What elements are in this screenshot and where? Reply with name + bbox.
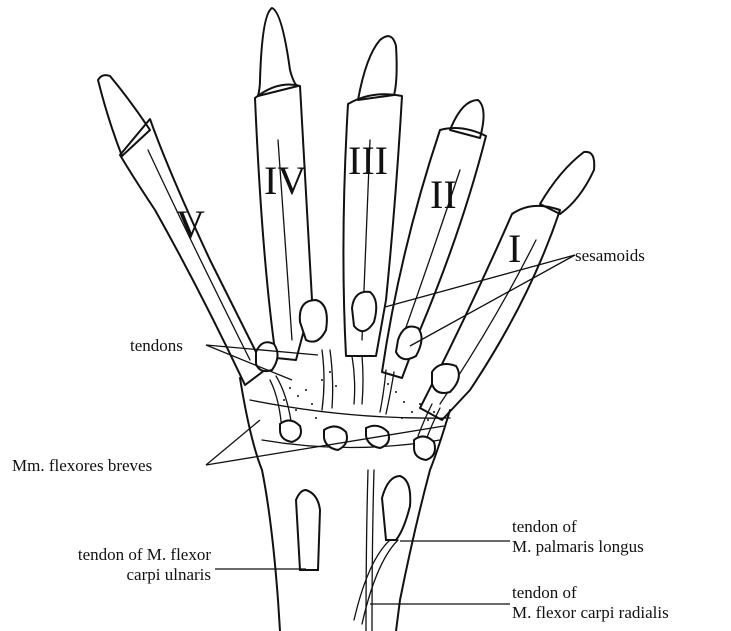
label-flexor-carpi-ulnaris-1: tendon of M. flexor [78, 545, 211, 564]
leader-flexores-1 [206, 420, 260, 465]
label-flexor-carpi-radialis-2: M. flexor carpi radialis [512, 603, 669, 622]
label-flexor-carpi-ulnaris-2: carpi ulnaris [127, 565, 212, 584]
digit-label-iv: IV [264, 158, 306, 203]
sesamoid-ii [396, 327, 422, 360]
digit-label-v: V [176, 202, 205, 247]
label-sesamoids: sesamoids [575, 246, 645, 265]
leader-sesamoids-1 [385, 255, 575, 307]
digit-ii [382, 100, 486, 378]
digit-label-ii: II [430, 172, 457, 217]
sesamoid-iv [300, 300, 327, 342]
digit-label-iii: III [348, 138, 388, 183]
sesamoid-iii [352, 292, 376, 331]
flexor-carpi-radialis-tendon [366, 470, 368, 631]
label-flexor-carpi-radialis-1: tendon of [512, 583, 577, 602]
flexores-breves-stipple [283, 371, 435, 421]
label-palmaris-longus-1: tendon of [512, 517, 577, 536]
flexor-carpi-ulnaris-tendon [296, 490, 320, 570]
palm-outline [240, 378, 450, 631]
digit-label-i: I [508, 226, 521, 271]
label-flexores-breves: Mm. flexores breves [12, 456, 152, 475]
leader-sesamoids-2 [410, 255, 575, 346]
palmaris-longus-tendon [382, 476, 410, 540]
label-tendons: tendons [130, 336, 183, 355]
leader-tendons-2 [206, 345, 292, 380]
sesamoid-i [432, 364, 459, 393]
wrist-tendons [296, 470, 410, 631]
label-palmaris-longus-2: M. palmaris longus [512, 537, 644, 556]
